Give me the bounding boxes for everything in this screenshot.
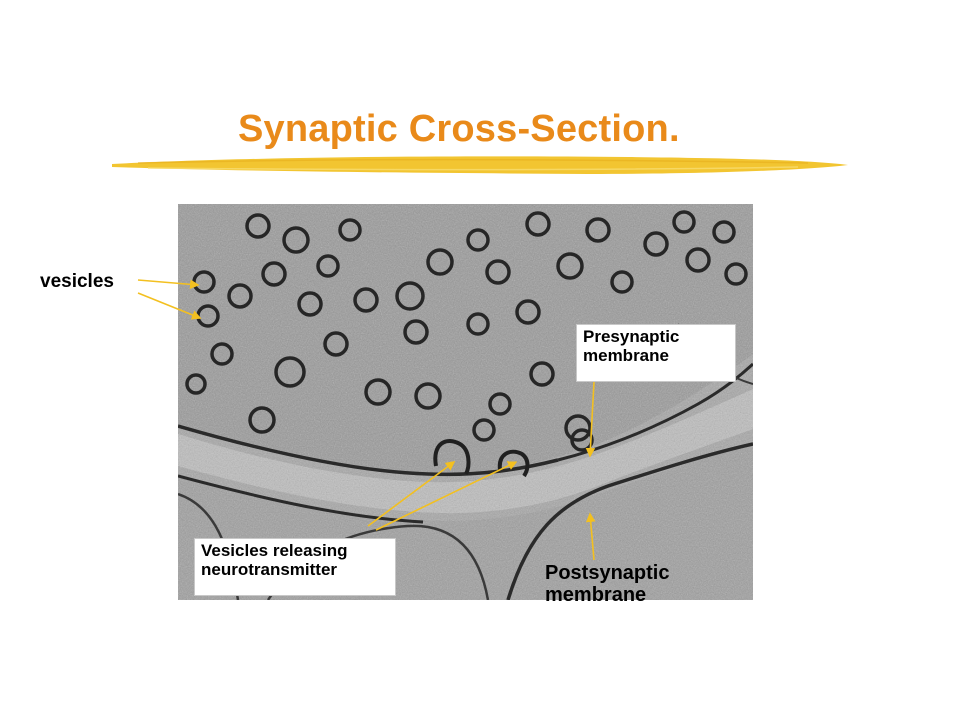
arrow-releasing-2 — [375, 461, 518, 531]
presynaptic-label-line1: Presynaptic — [583, 327, 680, 346]
releasing-label-line1: Vesicles releasing — [201, 541, 348, 560]
postsynaptic-label-line2: membrane — [545, 584, 647, 606]
releasing-label-line2: neurotransmitter — [201, 559, 338, 579]
arrow-vesicles-2 — [137, 292, 202, 320]
presynaptic-membrane-label: Presynaptic membrane — [576, 324, 736, 382]
slide-title: Synaptic Cross-Section. — [238, 108, 680, 150]
electron-micrograph — [178, 204, 753, 600]
presynaptic-label-line2: membrane — [583, 345, 669, 365]
title-underline — [112, 156, 848, 174]
arrow-presynaptic — [585, 381, 596, 458]
vesicles-label: vesicles — [40, 271, 114, 292]
vesicles-releasing-label: Vesicles releasing neurotransmitter — [194, 538, 396, 596]
arrow-postsynaptic — [585, 512, 596, 561]
arrow-vesicles-1 — [137, 279, 200, 290]
postsynaptic-label-line1: Postsynaptic — [545, 562, 670, 584]
postsynaptic-membrane-label: Postsynaptic membrane — [545, 562, 669, 606]
arrow-releasing-1 — [367, 461, 456, 527]
